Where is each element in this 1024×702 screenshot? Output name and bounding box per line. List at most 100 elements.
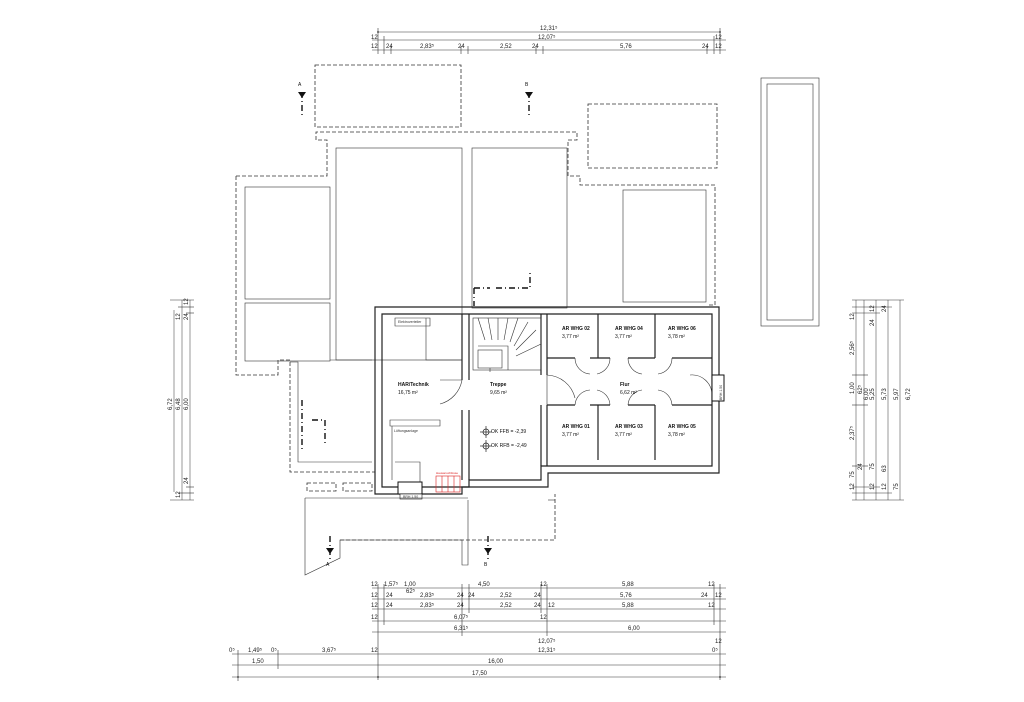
window-bottom-label: BRH 1.50 xyxy=(403,495,418,499)
dimension-chain-top: 12,31⁵ 12 12,07⁵ 12 12 24 2,83⁵ 24 2,52 … xyxy=(371,25,726,54)
dim-bot-r6-1: 1,49⁵ xyxy=(248,647,263,654)
dim-bot-r1-7: 12 xyxy=(708,582,715,588)
dim-right-14: 6,72 xyxy=(906,388,912,400)
dim-bot-r3-5: 24 xyxy=(534,603,541,609)
room-ar6-name: AR WHG 06 xyxy=(668,326,696,332)
dim-bot-r3-6: 12 xyxy=(548,603,555,609)
dim-bot-r3-4: 2,52 xyxy=(500,603,512,609)
dim-right-5: 75 xyxy=(850,471,856,478)
dim-bot-r7-0: 12,31⁵ xyxy=(538,647,556,654)
window-right-label: BRH 1.50 xyxy=(719,385,723,400)
dim-bot-r5-1: 6,00 xyxy=(628,626,640,632)
dim-top-r3-2: 2,83⁵ xyxy=(420,43,435,50)
dim-top-r3-4: 2,52 xyxy=(500,44,512,50)
dim-right-1: 2,56⁵ xyxy=(849,340,856,355)
dim-bot-r6-2: 0⁵ xyxy=(271,647,277,654)
dim-left-1: 6,48 xyxy=(176,398,182,410)
dim-bot-r4-0: 12 xyxy=(371,615,378,621)
dim-bot-r6-3: 3,67⁵ xyxy=(322,647,337,654)
dim-right-8: 12 xyxy=(870,305,876,312)
dim-bot-r1-2: 1,00 xyxy=(404,582,416,588)
dim-right-12: 5,97 xyxy=(894,388,900,400)
room-har-name: HAR/Technik xyxy=(398,382,429,388)
dim-right-19: 24 xyxy=(882,305,888,312)
room-ar1-area: 3,77 m² xyxy=(562,432,579,438)
dim-bot-r1-4: 4,50 xyxy=(478,582,490,588)
room-har-area: 16,75 m² xyxy=(398,390,418,396)
utility-label: Hausanschlüsse xyxy=(436,471,458,475)
dim-bot-r3-2: 2,83⁵ xyxy=(420,602,435,609)
dim-right-9: 24 xyxy=(870,319,876,326)
dim-left-4: 24 xyxy=(184,313,190,320)
dim-bot-r9-0: 17,50 xyxy=(472,671,488,677)
dim-bot-r7-1: 0⁵ xyxy=(712,647,718,654)
section-b-bottom-label: B xyxy=(484,562,488,568)
dim-bot-r6-5: 12,07⁵ xyxy=(538,638,556,645)
dim-left-6: 24 xyxy=(184,477,190,484)
dim-right-17: 63 xyxy=(882,465,888,472)
dim-right-0: 12 xyxy=(850,313,856,320)
dim-bot-r5-0: 6,31⁵ xyxy=(454,625,469,632)
dim-bot-r2-2: 2,83⁵ xyxy=(420,592,435,599)
section-b-arrow-bottom xyxy=(484,548,492,554)
dim-top-r2-0: 12 xyxy=(371,35,378,41)
dim-bot-r1-3: 62⁵ xyxy=(406,588,416,595)
dim-bot-r8-0: 1,50 xyxy=(252,659,264,665)
dim-bot-r3-7: 5,88 xyxy=(622,603,634,609)
dim-right-4: 2,37⁵ xyxy=(849,425,856,440)
room-ar2-area: 3,77 m² xyxy=(562,334,579,340)
dim-bot-r4-2: 12 xyxy=(540,615,547,621)
dim-top-r3-6: 5,76 xyxy=(620,44,632,50)
dim-left-2: 6,00 xyxy=(184,398,190,410)
room-ar5-name: AR WHG 05 xyxy=(668,424,696,430)
section-a-bottom-label: A xyxy=(326,562,330,568)
dim-right-18: 12 xyxy=(882,483,888,490)
dim-right-13: 6,00 xyxy=(864,388,870,400)
dim-bot-r6-0: 0⁵ xyxy=(229,647,235,654)
room-ar1-name: AR WHG 01 xyxy=(562,424,590,430)
exterior-bottom xyxy=(304,494,556,576)
dim-bot-r2-1: 24 xyxy=(386,593,393,599)
room-treppe-name: Treppe xyxy=(490,382,507,388)
dim-right-16: 12 xyxy=(870,483,876,490)
room-ar5-area: 3,78 m² xyxy=(668,432,685,438)
staircase xyxy=(472,317,542,372)
dim-right-10: 5,25 xyxy=(870,388,876,400)
dim-right-15: 75 xyxy=(870,463,876,470)
dim-bot-r3-8: 12 xyxy=(708,603,715,609)
dim-top-r2-1: 12,07⁵ xyxy=(538,34,556,41)
dimension-ticks xyxy=(237,31,721,678)
level-rfb: OK RFB = -2,49 xyxy=(491,443,527,449)
dim-bot-r2-9: 12 xyxy=(715,593,722,599)
dim-bot-r2-5: 2,52 xyxy=(500,593,512,599)
dim-bot-r2-0: 12 xyxy=(371,593,378,599)
level-marks: OK FFB = -2,39 OK RFB = -2,49 xyxy=(480,426,527,452)
dimension-chain-right: 12 2,56⁵ 1,00 62⁵ 2,37⁵ 75 12 24 12 24 5… xyxy=(849,299,912,501)
dim-top-r3-0: 12 xyxy=(371,44,378,50)
dim-bot-r2-6: 24 xyxy=(534,593,541,599)
dim-bot-r4-1: 6,07⁵ xyxy=(454,614,469,621)
dim-top-r3-8: 12 xyxy=(715,44,722,50)
dim-bot-r6-6: 12 xyxy=(715,639,722,645)
dim-right-3: 62⁵ xyxy=(857,384,864,394)
dim-right-11: 5,73 xyxy=(882,388,888,400)
level-ffb: OK FFB = -2,39 xyxy=(491,429,526,435)
section-b-top-label: B xyxy=(525,82,529,88)
dim-bot-r2-3: 24 xyxy=(457,593,464,599)
dimension-chain-bottom: 12 1,57⁵ 1,00 62⁵ 4,50 12 5,88 12 12 24 … xyxy=(229,581,726,681)
dim-left-3: 12 xyxy=(176,313,182,320)
dim-right-6: 12 xyxy=(850,483,856,490)
dim-bot-r2-8: 24 xyxy=(701,593,708,599)
dim-top-r3-3: 24 xyxy=(458,44,465,50)
dim-bot-r2-7: 5,76 xyxy=(620,593,632,599)
room-ar3-area: 3,77 m² xyxy=(615,432,632,438)
room-flur-area: 6,62 m² xyxy=(620,390,637,396)
dim-bot-r1-5: 12 xyxy=(540,582,547,588)
room-ar3-name: AR WHG 03 xyxy=(615,424,643,430)
room-labels: HAR/Technik 16,75 m² Treppe 9,65 m² Flur… xyxy=(394,320,696,438)
section-a-arrow-top xyxy=(298,92,306,98)
dim-right-7: 24 xyxy=(858,463,864,470)
dimension-chain-left: 6,72 6,48 6,00 12 24 12 24 12 xyxy=(168,298,194,501)
room-ar2-name: AR WHG 02 xyxy=(562,326,590,332)
section-a-top-label: A xyxy=(298,82,302,88)
